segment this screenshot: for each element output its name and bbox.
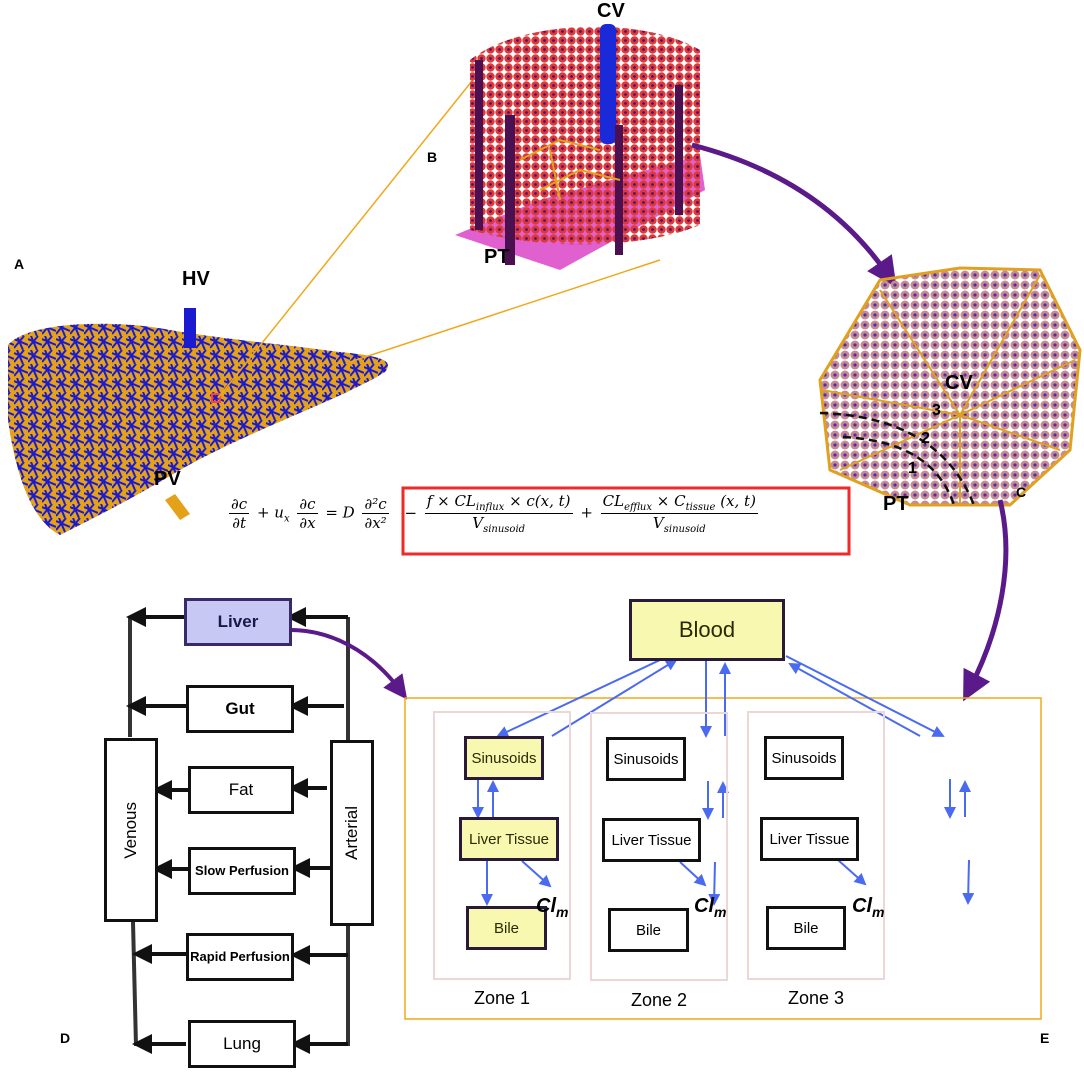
- panel-letter-e: E: [1040, 1030, 1050, 1046]
- eq-vol-1-sub: sinusoid: [483, 524, 526, 535]
- zone-1-label: Zone 1: [473, 988, 531, 1008]
- zone-2-liver-tissue: Liver Tissue: [602, 818, 701, 862]
- zone-number-1: 1: [908, 460, 917, 477]
- venous-label: Venous: [121, 801, 140, 859]
- label-pt-3d: PT: [484, 246, 510, 268]
- eq-vol-2-sub: sinusoid: [663, 524, 706, 535]
- hepatic-vein-trunk: [184, 308, 196, 348]
- clm-label: Cl: [694, 895, 714, 917]
- equation-highlight-box: [401, 486, 851, 556]
- eq-diff-num: ∂²c: [362, 495, 389, 514]
- eq-ux-sub: x: [283, 513, 290, 525]
- arrow-b-to-c: [691, 142, 897, 288]
- zone-3-frame: [747, 711, 885, 980]
- panel-letter-d: D: [60, 1030, 71, 1046]
- eq-influx-tail: × c(x, t): [504, 492, 571, 510]
- label-pt-section: PT: [883, 493, 909, 515]
- compartment-fat: Fat: [188, 766, 294, 814]
- eq-equals-d: = D: [325, 503, 355, 522]
- zone-3-bile: Bile: [766, 906, 846, 950]
- zone-1-frame: [433, 711, 571, 980]
- eq-efflux: CL: [602, 492, 625, 510]
- zone-1-bile: Bile: [466, 906, 547, 950]
- compartment-slow-perfusion: Slow Perfusion: [188, 847, 296, 895]
- panel-letter-a: A: [14, 256, 25, 272]
- zone-3-liver-tissue: Liver Tissue: [760, 817, 859, 861]
- flow-arrows: [472, 655, 975, 906]
- eq-efflux-sub: efflux: [624, 502, 652, 513]
- zone-boundary-outer: [819, 411, 977, 509]
- panel-letter-c: C: [1016, 484, 1027, 500]
- label-pv: PV: [154, 468, 181, 490]
- clm-label: Cl: [536, 895, 556, 917]
- compartment-lung: Lung: [188, 1020, 296, 1068]
- zone-3-sinusoids: Sinusoids: [764, 736, 844, 780]
- zone-1-metabolic-clearance: Clm: [536, 895, 568, 920]
- liver-vasculature-illustration: [8, 308, 388, 535]
- zone-1-liver-tissue: Liver Tissue: [459, 817, 559, 861]
- zone-2-sinusoids: Sinusoids: [606, 737, 686, 781]
- label-hv: HV: [182, 268, 210, 290]
- zoom-region-marker: [211, 393, 221, 403]
- panel-letter-b: B: [427, 149, 438, 165]
- arterial-compartment: Arterial: [330, 740, 374, 926]
- zone-3-label: Zone 3: [787, 988, 845, 1008]
- lobule-3d-illustration: [455, 24, 705, 270]
- zoom-line-bottom: [349, 259, 661, 363]
- eq-influx: f × CL: [426, 492, 476, 510]
- circulation-lines: [128, 616, 350, 1047]
- clm-sub: m: [872, 904, 885, 920]
- eq-dx-den: ∂x: [299, 514, 316, 532]
- central-vein: [600, 24, 616, 144]
- zone-2-bile: Bile: [608, 908, 689, 952]
- eq-diff-den: ∂x²: [364, 514, 387, 532]
- eq-dx-num: ∂c: [297, 495, 318, 514]
- arrow-liver-to-e: [289, 628, 408, 700]
- clm-sub: m: [556, 904, 569, 920]
- zone-2-label: Zone 2: [630, 990, 688, 1010]
- compartment-liver: Liver: [184, 598, 292, 646]
- transport-equation: ∂c∂t + ux ∂c∂x = D ∂²c∂x² − f × CLinflux…: [226, 492, 761, 535]
- clm-label: Cl: [852, 895, 872, 917]
- eq-efflux-tail: (x, t): [715, 492, 756, 510]
- clm-sub: m: [714, 904, 727, 920]
- eq-plus: +: [580, 503, 593, 522]
- arterial-label: Arterial: [342, 806, 361, 860]
- arrow-c-to-e: [963, 499, 1009, 702]
- label-cv-3d: CV: [597, 0, 625, 22]
- venous-compartment: Venous: [104, 738, 158, 922]
- zone-3-metabolic-clearance: Clm: [852, 895, 884, 920]
- blood-compartment: Blood: [629, 599, 785, 661]
- zone-1-sinusoids: Sinusoids: [464, 736, 544, 780]
- eq-dt-num: ∂c: [229, 495, 250, 514]
- lobule-cross-section-illustration: [818, 266, 1082, 509]
- eq-influx-sub: influx: [475, 502, 505, 513]
- eq-tissue-sub: tissue: [685, 502, 716, 513]
- eq-dt-den: ∂t: [232, 514, 246, 532]
- eq-vol-2: V: [652, 514, 664, 532]
- liver-model-frame: [404, 697, 1042, 1020]
- zoom-line-top: [217, 65, 485, 399]
- eq-ux: + u: [256, 503, 284, 522]
- zone-2-metabolic-clearance: Clm: [694, 895, 726, 920]
- compartment-gut: Gut: [186, 685, 294, 733]
- eq-vol-1: V: [472, 514, 484, 532]
- label-cv-section: CV: [945, 372, 973, 394]
- zone-number-3: 3: [932, 402, 941, 419]
- zone-number-2: 2: [921, 430, 930, 447]
- eq-efflux-mid: × C: [651, 492, 686, 510]
- zone-boundary-inner: [842, 435, 957, 509]
- compartment-rapid-perfusion: Rapid Perfusion: [186, 933, 294, 981]
- eq-minus: −: [404, 503, 418, 522]
- circulation-arrows: [126, 607, 348, 1054]
- portal-vein-trunk: [165, 494, 190, 520]
- zone-2-frame: [590, 712, 728, 981]
